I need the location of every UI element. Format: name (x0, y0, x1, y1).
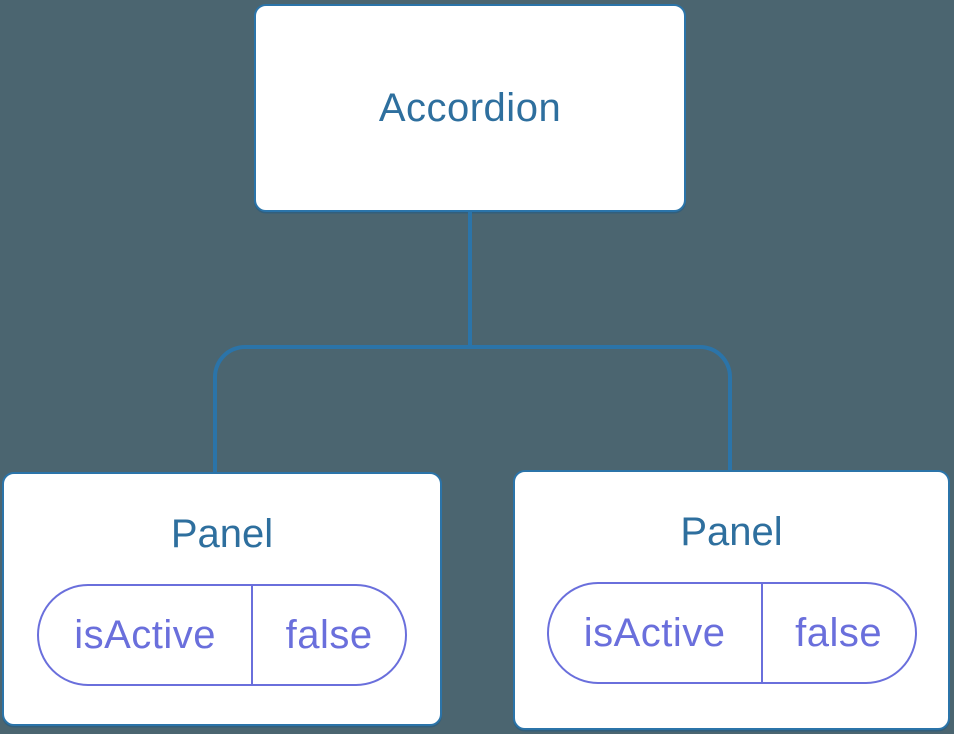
tree-node-panel-2: Panel isActive false (513, 470, 950, 730)
panel-2-state-pill: isActive false (546, 582, 917, 684)
panel-1-state-pill: isActive false (37, 584, 407, 686)
panel-2-state-value: false (760, 584, 915, 682)
tree-node-accordion: Accordion (254, 4, 686, 212)
connector-stem (468, 210, 472, 348)
accordion-node-label: Accordion (378, 85, 562, 130)
tree-node-panel-1: Panel isActive false (2, 472, 442, 726)
panel-2-state-key: isActive (583, 610, 726, 655)
panel-1-state-key: isActive (74, 612, 217, 657)
panel-1-state-value: false (251, 586, 405, 684)
panel-1-label: Panel (170, 512, 274, 556)
connector-bracket (213, 345, 732, 472)
panel-2-label: Panel (680, 510, 783, 554)
